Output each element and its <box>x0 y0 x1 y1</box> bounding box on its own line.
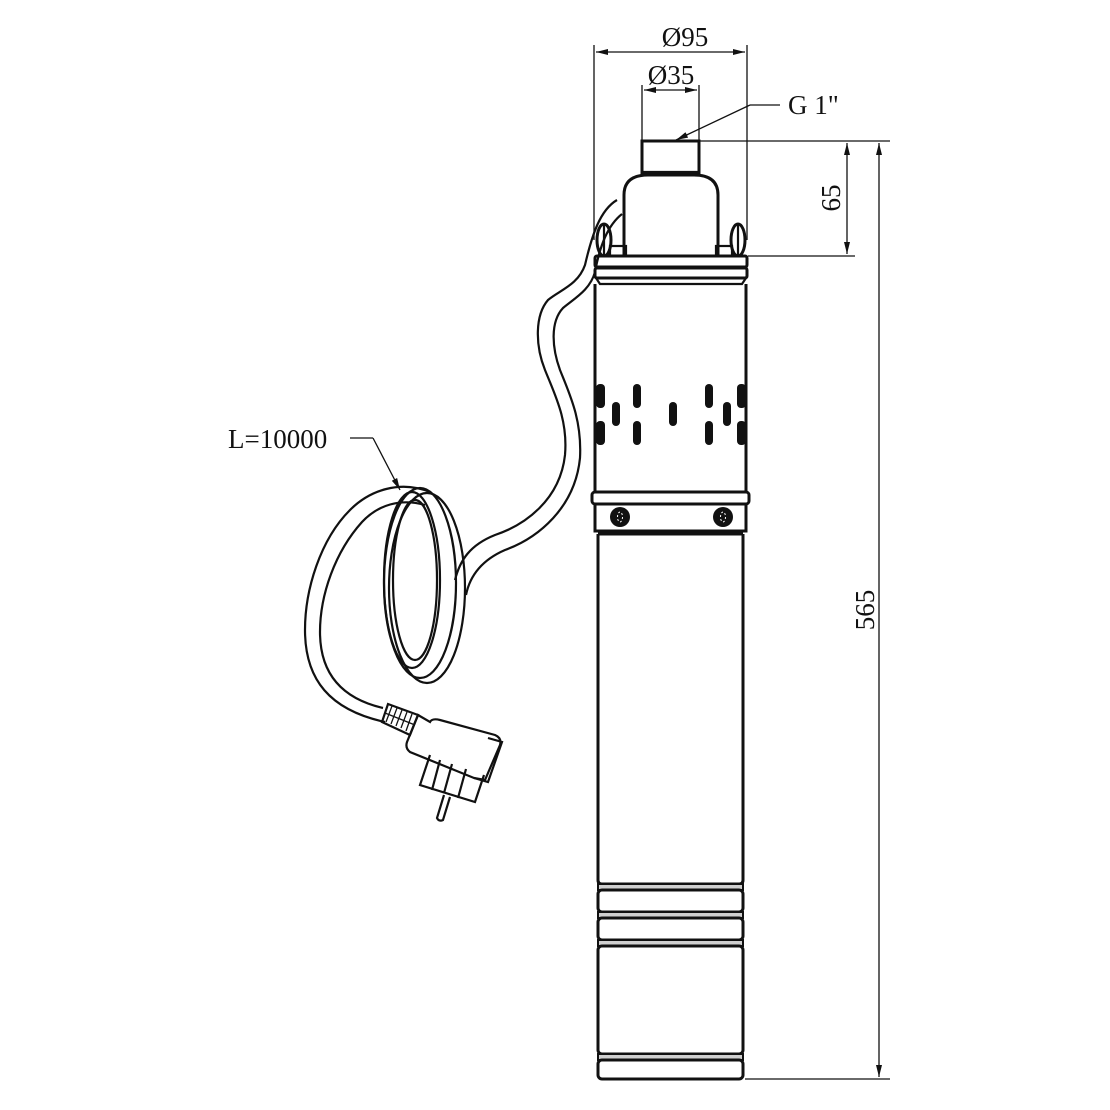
pump-top-collar <box>593 254 749 286</box>
outer-diameter-label: Ø95 <box>662 22 709 52</box>
total-height-label: 565 <box>850 590 880 631</box>
pump-intake-section <box>593 284 748 492</box>
housing-grooves <box>596 883 745 1081</box>
dimension-head-height: 65 <box>700 140 890 257</box>
strain-relief <box>380 702 420 737</box>
screw-right <box>713 507 733 527</box>
pump-motor-housing <box>596 534 745 1081</box>
cable-length-callout: L=10000 <box>228 424 401 491</box>
thread-callout: G 1" <box>675 90 839 141</box>
cable-length-label: L=10000 <box>228 424 327 454</box>
pump-middle-collar <box>590 490 751 536</box>
dimension-total-height: 565 <box>745 143 890 1080</box>
outlet-diameter-label: Ø35 <box>648 60 695 90</box>
screw-left <box>610 507 630 527</box>
power-cable <box>303 199 623 724</box>
dimension-outer-diameter: Ø95 <box>593 22 748 240</box>
power-plug <box>380 702 504 822</box>
intake-slots <box>596 384 746 445</box>
dimension-outlet-diameter: Ø35 <box>641 60 700 142</box>
thread-label: G 1" <box>788 90 839 120</box>
pump-outlet-fitting <box>640 139 701 175</box>
head-height-label: 65 <box>816 185 846 212</box>
